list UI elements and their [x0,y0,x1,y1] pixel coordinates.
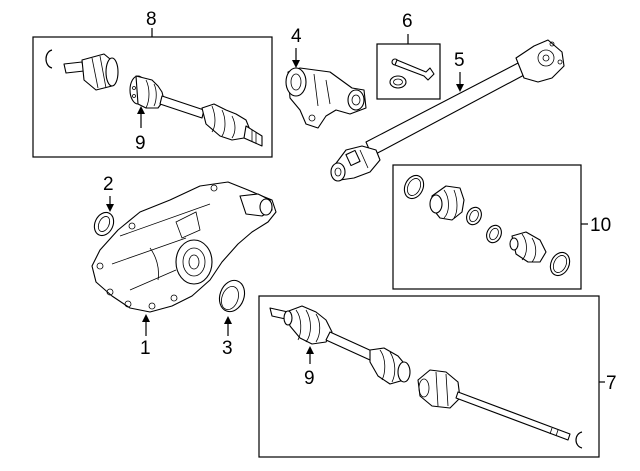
box-7-axle-assembly: 7 9 [258,295,617,458]
callout-3: 3 [222,338,233,359]
part-4-actuator: 4 [285,26,367,129]
part-5-drive-shaft: 5 [330,39,565,182]
part-6-bolt-kit: 6 [376,11,441,100]
box-8-axle-assembly: 8 [32,9,273,158]
callout-6: 6 [402,11,413,32]
callout-8: 8 [146,9,157,30]
callout-2: 2 [103,174,114,195]
box-10-boot-kit: 10 [392,164,611,290]
callout-1: 1 [140,338,151,359]
callout-9-bottom: 9 [304,368,315,389]
callout-5: 5 [454,50,465,71]
callout-7: 7 [606,373,617,394]
part-2-seal: 2 [93,174,115,237]
callout-10: 10 [590,215,611,236]
outer-cv-joint [201,103,263,147]
boot [129,75,165,109]
part-3-output-seal: 3 [218,279,246,359]
callout-9-top: 9 [135,133,146,154]
part-1-differential: 1 [91,181,277,359]
callout-4: 4 [291,26,302,47]
inner-cv-joint [63,53,119,91]
